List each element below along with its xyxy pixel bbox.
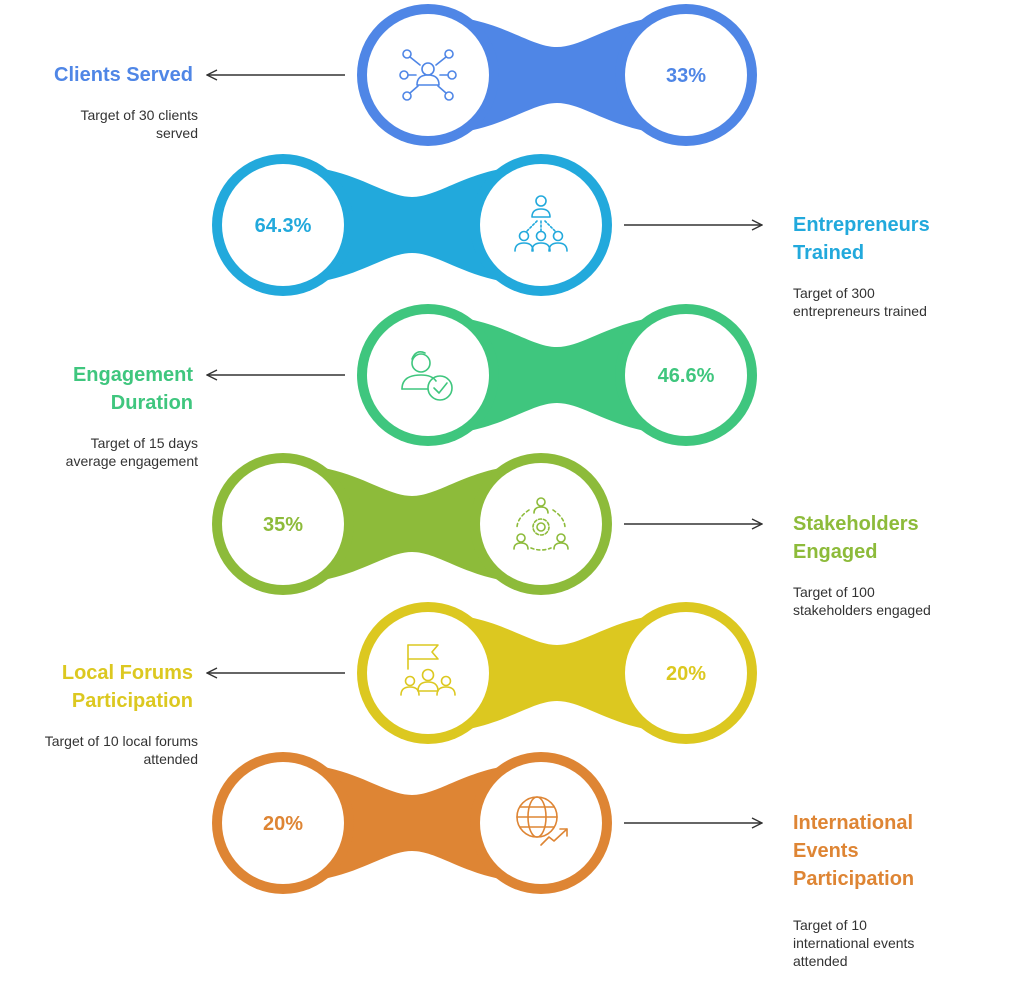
connector-band [428, 15, 686, 135]
metric-description-box: Target of 15 days average engagement [40, 434, 198, 470]
person-check-icon [401, 351, 453, 401]
flag-group-icon [400, 644, 456, 696]
metric-description-box: Target of 100 stakeholders engaged [793, 583, 953, 619]
metric-description: Target of 100 stakeholders engaged [793, 584, 931, 618]
metric-row: 20% [212, 752, 762, 894]
icon-circle [470, 752, 612, 894]
metric-title: Clients Served [54, 64, 193, 86]
metric-description-box: Target of 300 entrepreneurs trained [793, 284, 953, 320]
metric-value: 35% [263, 514, 303, 536]
metric-row: 64.3% [212, 154, 762, 296]
metric-title: Engagement Duration [72, 364, 193, 414]
value-circle: 20% [615, 602, 757, 744]
metric-label: Clients Served [0, 61, 193, 89]
metric-value: 46.6% [658, 365, 715, 387]
metric-description: Target of 10 local forums attended [44, 733, 198, 767]
connector-band [283, 165, 541, 285]
icon-circle [357, 304, 499, 446]
value-circle: 20% [212, 752, 354, 894]
metric-label: Entrepreneurs Trained [793, 211, 973, 267]
trainer-group-icon [514, 195, 568, 252]
value-circle: 46.6% [615, 304, 757, 446]
value-circle: 35% [212, 453, 354, 595]
connector-band [428, 613, 686, 733]
value-circle: 64.3% [212, 154, 354, 296]
metric-title: Stakeholders Engaged [793, 513, 919, 563]
connector-band [283, 464, 541, 584]
metric-row: 46.6% [207, 304, 757, 446]
metric-label: International Events Participation [793, 809, 933, 893]
metric-description: Target of 30 clients served [80, 107, 198, 141]
value-circle: 33% [615, 4, 757, 146]
icon-circle [470, 453, 612, 595]
stakeholder-gear-icon [513, 497, 569, 551]
metric-description-box: Target of 30 clients served [40, 106, 198, 142]
connector-band [428, 315, 686, 435]
metric-row: 33% [207, 4, 757, 146]
metric-label: Engagement Duration [0, 361, 193, 417]
metric-description-box: Target of 10 international events attend… [793, 916, 938, 970]
metric-description-box: Target of 10 local forums attended [40, 732, 198, 768]
metric-row: 35% [212, 453, 762, 595]
metric-description: Target of 15 days average engagement [65, 435, 198, 469]
metric-value: 20% [666, 663, 706, 685]
icon-circle [357, 4, 499, 146]
globe-growth-icon [516, 796, 568, 846]
metric-title: Entrepreneurs Trained [793, 214, 930, 264]
network-people-icon [399, 49, 457, 101]
icon-circle [357, 602, 499, 744]
metric-description: Target of 10 international events attend… [793, 917, 915, 969]
metric-title: Local Forums Participation [61, 662, 193, 712]
connector-band [283, 763, 541, 883]
metric-label: Local Forums Participation [0, 659, 193, 715]
metric-description: Target of 300 entrepreneurs trained [793, 285, 927, 319]
metric-value: 64.3% [255, 215, 312, 237]
icon-circle [470, 154, 612, 296]
metric-label: Stakeholders Engaged [793, 510, 973, 566]
metric-title: International Events Participation [793, 812, 915, 890]
metric-value: 33% [666, 65, 706, 87]
metric-value: 20% [263, 813, 303, 835]
metric-row: 20% [207, 602, 757, 744]
